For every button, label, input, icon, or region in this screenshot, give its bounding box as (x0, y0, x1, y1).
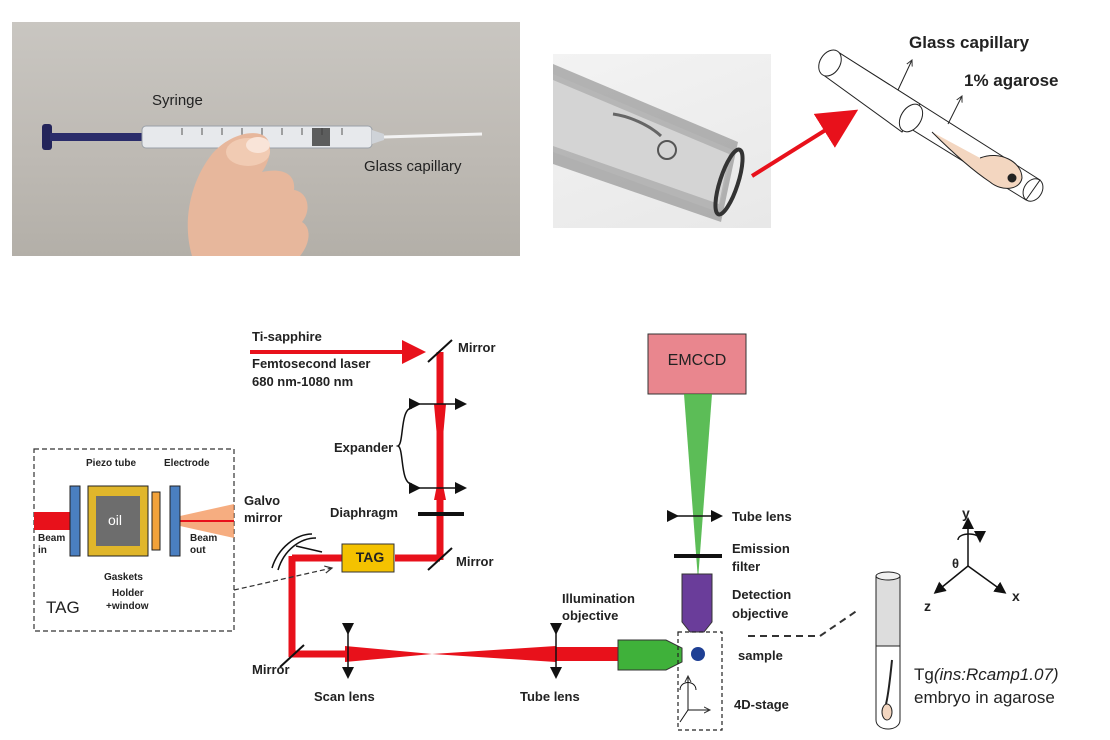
detection-beam (684, 394, 712, 580)
schematic-agarose-label: 1% agarose (964, 71, 1059, 90)
laser-label-line3: 680 nm-1080 nm (252, 374, 354, 389)
tag-inset-electrode-label: Electrode (164, 458, 210, 469)
mirror-top (427, 339, 453, 363)
tag-inset-drawing (34, 485, 234, 557)
detection-label-line2: objective (732, 606, 789, 621)
tag-inset-gaskets-label: Gaskets (104, 572, 143, 583)
mirror-low (279, 644, 305, 668)
tag-inset-title: TAG (46, 598, 80, 617)
sample-dot (691, 647, 705, 661)
stage-label: 4D-stage (734, 697, 789, 712)
coordinate-axes (933, 517, 1007, 594)
embryo-label-line1: Tg(ins:Rcamp1.07) (914, 665, 1059, 684)
capillary-photo-label: Glass capillary (364, 158, 462, 175)
tag-box-label: TAG (355, 549, 385, 565)
syringe-photo: Syringe Glass capillary (12, 22, 520, 256)
capillary-schematic (818, 49, 1044, 202)
tube-lens-right-label: Tube lens (732, 509, 792, 524)
tag-inset-holder-label-2: +window (106, 601, 149, 612)
axis-y-label: y (962, 505, 970, 521)
tag-inset-oil-label: oil (108, 512, 123, 528)
tag-inset-holder-label-1: Holder (112, 588, 144, 599)
tag-inset-piezo-label: Piezo tube (86, 458, 137, 469)
detection-label-line1: Detection (732, 587, 792, 602)
illumination-label-line2: objective (562, 608, 619, 623)
illumination-objective (617, 639, 683, 671)
diaphragm-label: Diaphragm (330, 505, 398, 520)
axis-z-label: z (924, 598, 931, 614)
schematic-capillary-label: Glass capillary (909, 33, 1030, 52)
emccd-label: EMCCD (667, 352, 727, 369)
mirror-mid-label: Mirror (456, 554, 494, 569)
axis-theta-label: θ (952, 556, 960, 571)
emccd-camera (647, 333, 747, 395)
tag-inset-beam-in-1: Beam (38, 533, 66, 544)
galvo-label-line1: Galvo (244, 493, 281, 508)
pointer-arrow (750, 109, 859, 178)
laser-label-line2: Femtosecond laser (252, 356, 371, 371)
detection-objective (681, 573, 713, 633)
sample-label: sample (738, 648, 783, 663)
embryo-label-line2: embryo in agarose (914, 688, 1055, 707)
emission-label-line2: filter (732, 559, 761, 574)
syringe-label: Syringe (152, 92, 203, 109)
embryo-capillary (875, 571, 901, 730)
laser-beam-path (250, 340, 620, 662)
galvo-label-line2: mirror (244, 510, 283, 525)
mirror-low-label: Mirror (252, 662, 290, 677)
tag-inset-beam-in-2: in (38, 545, 47, 556)
scan-lens-label: Scan lens (314, 689, 375, 704)
stage-dashed-box (677, 631, 723, 731)
axis-x-label: x (1012, 588, 1020, 604)
illumination-label-line1: Illumination (562, 591, 635, 606)
tube-lens-bottom-label: Tube lens (520, 689, 580, 704)
expander-label: Expander (334, 440, 394, 455)
expander-brace (395, 407, 413, 485)
mirror-top-label: Mirror (458, 340, 496, 355)
tag-inset-beam-out-2: out (190, 545, 206, 556)
tag-inset-beam-out-1: Beam (190, 533, 218, 544)
laser-label-line1: Ti-sapphire (252, 329, 322, 344)
emission-label-line1: Emission (732, 541, 790, 556)
tag-lens-box (341, 543, 395, 573)
capillary-closeup-photo (553, 54, 771, 228)
mirror-mid (427, 547, 453, 571)
